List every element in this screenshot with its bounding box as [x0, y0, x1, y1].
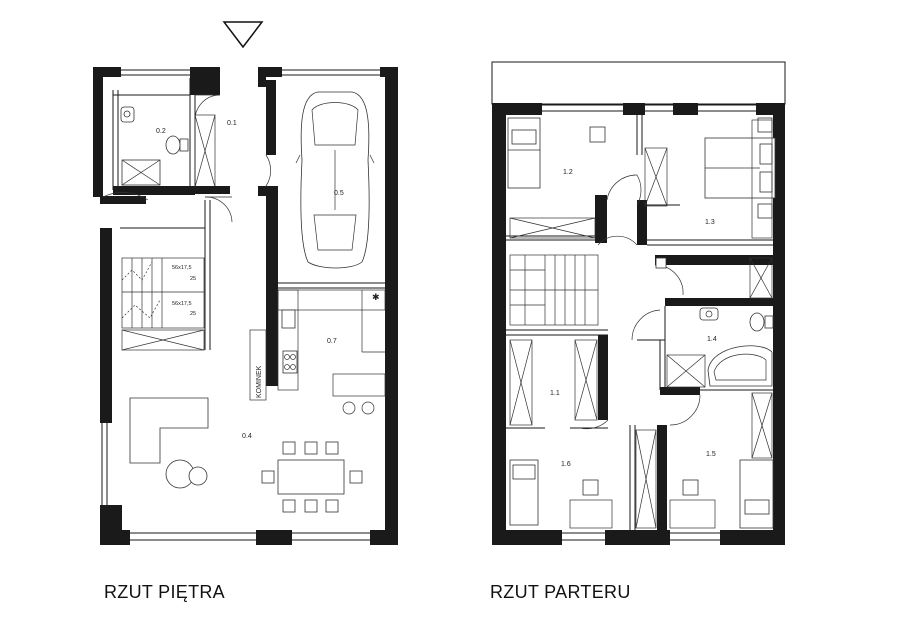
kitchen-left: ✱ KOMINEK	[249, 289, 386, 415]
plan-parteru: 1.2 1.3 1.4 1.1 1.6 1.5	[491, 61, 786, 545]
fan-icon: ✱	[372, 292, 380, 302]
room-1-6-furniture	[509, 429, 657, 529]
room-label-1-2: 1.2	[563, 169, 573, 176]
stair-dim-upper: 56x17,5	[172, 265, 192, 271]
stair-dim-lower-b: 25	[190, 311, 196, 317]
staircase-right	[509, 254, 599, 326]
room-label-1-5: 1.5	[706, 451, 716, 458]
room-label-1-4: 1.4	[707, 336, 717, 343]
outer-walls-left	[93, 67, 398, 545]
room-label-1-3: 1.3	[705, 219, 715, 226]
room-label-0-1: 0.1	[227, 120, 237, 127]
caption-rzut-parteru: RZUT PARTERU	[490, 582, 631, 602]
room-label-0-4: 0.4	[242, 433, 252, 440]
car-icon	[295, 91, 375, 269]
plan-pietra: 56x17,5 25 56x17,5 25	[93, 21, 398, 545]
fireplace-label: KOMINEK	[256, 365, 263, 398]
caption-rzut-pietra: RZUT PIĘTRA	[104, 582, 225, 602]
room-1-1-closets	[509, 339, 598, 426]
wc-fixtures	[120, 106, 189, 186]
stair-dim-upper-b: 25	[190, 276, 196, 282]
room-label-0-2: 0.2	[156, 128, 166, 135]
bathroom-fixtures	[666, 307, 774, 388]
closet-right-upper	[655, 257, 773, 299]
room-label-0-7: 0.7	[327, 338, 337, 345]
room-label-1-6: 1.6	[561, 461, 571, 468]
living-room-furniture	[129, 397, 363, 513]
staircase-left: 56x17,5 25 56x17,5 25	[121, 257, 205, 351]
room-label-1-1: 1.1	[550, 390, 560, 397]
room-label-0-5: 0.5	[334, 190, 344, 197]
entrance-triangle-icon	[222, 21, 264, 49]
stair-dim-lower: 56x17,5	[172, 301, 192, 307]
room-1-5-furniture	[669, 392, 774, 529]
doors-left	[102, 94, 272, 223]
room-1-3-furniture	[644, 117, 776, 239]
outer-walls-right	[492, 103, 785, 545]
room-1-2-furniture	[507, 117, 606, 239]
